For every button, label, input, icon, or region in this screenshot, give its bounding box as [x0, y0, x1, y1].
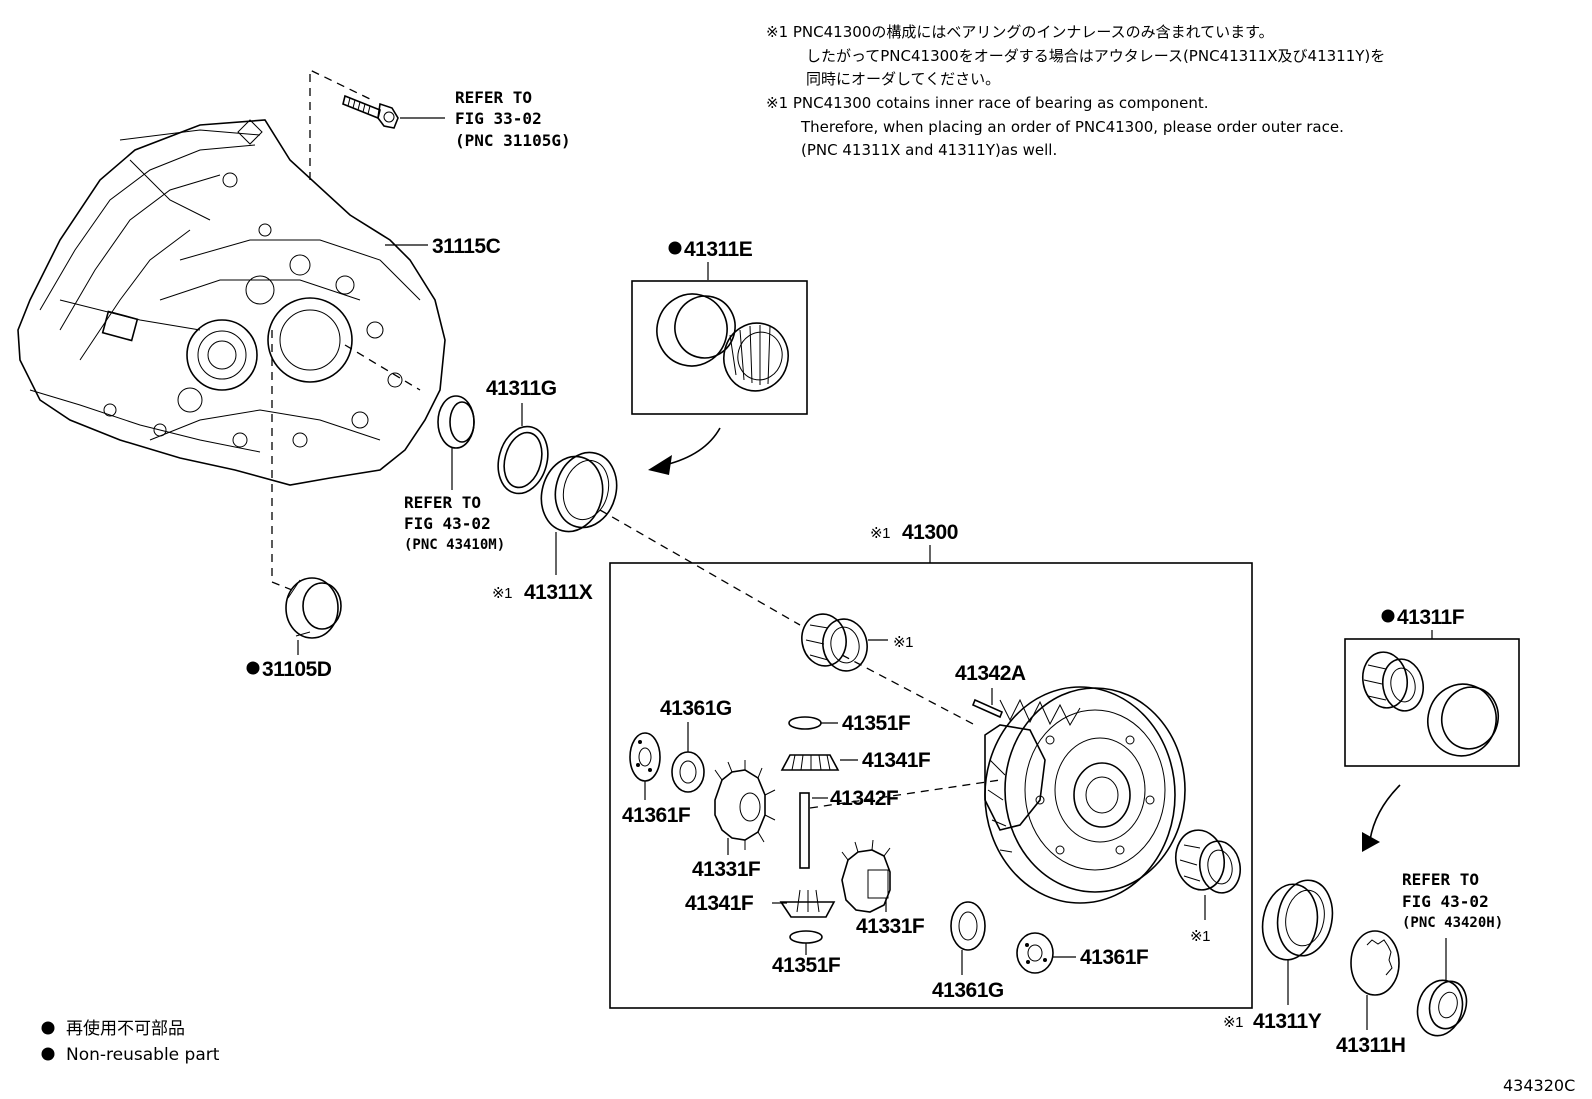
thrust-washer-41361F-left-illustration — [629, 732, 661, 782]
note-jp-line3: 同時にオーダしてください。 — [806, 70, 1000, 88]
refer-fig43b-line1: REFER TO — [1402, 870, 1479, 889]
box-41311E — [631, 280, 808, 415]
refer-fig43a-line1: REFER TO — [404, 493, 481, 512]
label-41342F: 41342F — [830, 787, 899, 810]
note-en-line2: Therefore, when placing an order of PNC4… — [800, 118, 1344, 136]
prefix-41311Y: ※1 — [1223, 1014, 1243, 1031]
label-41361F-right: 41361F — [1080, 946, 1149, 969]
differential-case-ring-gear-illustration — [984, 686, 1186, 904]
pin-41342A-illustration — [971, 698, 1004, 719]
seal-31105D-illustration — [285, 577, 342, 639]
washer-41361G-top-illustration — [671, 751, 705, 793]
mark-x1-bearing-top: ※1 — [893, 634, 913, 651]
label-31105D: 31105D — [262, 658, 332, 681]
refer-fig33-line2: FIG 33-02 — [455, 109, 542, 128]
prefix-41311X: ※1 — [492, 585, 512, 602]
refer-fig33: REFER TO FIG 33-02 (PNC 31105G) — [455, 88, 571, 150]
label-41361G-bottom: 41361G — [932, 979, 1004, 1002]
dash-31105D — [271, 330, 293, 591]
figure-id: 434320C — [1503, 1076, 1575, 1095]
mark-x1-bearing-right: ※1 — [1190, 928, 1210, 945]
dash-housing-to-seal — [344, 344, 421, 391]
label-41311G: 41311G — [486, 377, 557, 400]
oil-seal-43420H-illustration — [1416, 979, 1468, 1037]
outer-race-41311X-illustration — [540, 451, 618, 533]
washer-41361G-bottom-illustration — [950, 901, 986, 951]
washer-41351F-bottom-illustration — [789, 930, 823, 944]
note-jp-line1: ※1 PNC41300の構成にはベアリングのインナレースのみ含まれています。 — [766, 23, 1274, 41]
label-41361G-top: 41361G — [660, 697, 732, 720]
shaft-41342F-illustration — [799, 792, 810, 869]
label-41351F-bottom: 41351F — [772, 954, 841, 977]
bolt-illustration — [342, 94, 399, 129]
arrow-41311F-curve — [1369, 784, 1401, 841]
note-en-line3: (PNC 41311X and 41311Y)as well. — [801, 141, 1057, 159]
bearing-cone-top-illustration — [801, 613, 868, 672]
side-gear-41331F-right-illustration — [841, 839, 891, 913]
label-41341F-bottom: 41341F — [685, 892, 754, 915]
label-41311E: 41311E — [684, 238, 753, 261]
label-41311F: 41311F — [1397, 606, 1465, 629]
label-41341F-top: 41341F — [862, 749, 931, 772]
refer-fig43b-line2: FIG 43-02 — [1402, 892, 1489, 911]
order-notes: ※1 PNC41300の構成にはベアリングのインナレースのみ含まれています。 し… — [766, 23, 1385, 159]
dash-race-to-bearing — [599, 509, 801, 626]
legend-en: Non-reusable part — [66, 1045, 220, 1065]
legend-dot-en — [41, 1047, 55, 1061]
dash-bolt — [309, 68, 373, 180]
label-41351F-top: 41351F — [842, 712, 911, 735]
dash-pinion-to-case — [809, 779, 1001, 809]
legend-dot-jp — [41, 1021, 55, 1035]
legend: 再使用不可部品 Non-reusable part — [41, 1018, 220, 1065]
refer-fig33-line1: REFER TO — [455, 88, 532, 107]
note-en-line1: ※1 PNC41300 cotains inner race of bearin… — [766, 94, 1209, 112]
note-jp-line2: したがってPNC41300をオーダする場合はアウタレース(PNC41311X及び… — [806, 47, 1385, 65]
label-41361F-left: 41361F — [622, 804, 691, 827]
washer-41351F-top-illustration — [788, 716, 822, 730]
bearing-41311E-illustration — [656, 293, 789, 392]
refer-fig33-line3: (PNC 31105G) — [455, 131, 571, 150]
shim-41311G-illustration — [497, 425, 549, 495]
refer-fig43b: REFER TO FIG 43-02 (PNC 43420H) — [1402, 870, 1503, 931]
label-31115C: 31115C — [432, 235, 501, 258]
oil-seal-43410M-illustration — [437, 395, 475, 449]
dash-bearing-to-case — [841, 654, 976, 726]
non-reusable-mark-41311E — [668, 241, 682, 255]
refer-fig43a-line3: (PNC 43410M) — [404, 537, 505, 553]
arrow-41311F-head — [1362, 832, 1380, 852]
legend-jp: 再使用不可部品 — [66, 1018, 185, 1039]
pinion-41341F-top-illustration — [780, 754, 840, 771]
box-41311F — [1344, 638, 1520, 767]
outer-race-41311Y-illustration — [1261, 879, 1334, 961]
bearing-cone-right-illustration — [1174, 829, 1242, 894]
non-reusable-mark-31105D — [246, 661, 260, 675]
side-gear-41331F-left-illustration — [714, 760, 776, 850]
label-41300: 41300 — [902, 521, 958, 544]
thrust-washer-41361F-right-illustration — [1016, 932, 1054, 974]
label-41311Y: 41311Y — [1253, 1010, 1322, 1033]
label-41342A: 41342A — [955, 662, 1026, 685]
refer-fig43a-line2: FIG 43-02 — [404, 514, 491, 533]
label-41311X: 41311X — [524, 581, 593, 604]
arrow-41311E-head — [648, 455, 672, 475]
bearing-41311F-illustration — [1361, 651, 1500, 757]
prefix-41300: ※1 — [870, 525, 890, 542]
shim-41311H-illustration — [1350, 930, 1400, 996]
transaxle-housing-illustration — [17, 119, 446, 486]
pinion-41341F-bottom-illustration — [779, 889, 836, 918]
refer-fig43a: REFER TO FIG 43-02 (PNC 43410M) — [404, 493, 505, 553]
non-reusable-mark-41311F — [1381, 609, 1395, 623]
label-41331F-right: 41331F — [856, 915, 925, 938]
arrow-41311E-curve — [664, 427, 721, 466]
label-41311H: 41311H — [1336, 1034, 1405, 1057]
label-41331F-left: 41331F — [692, 858, 761, 881]
box-41300 — [609, 562, 1253, 1009]
refer-fig43b-line3: (PNC 43420H) — [1402, 915, 1503, 931]
